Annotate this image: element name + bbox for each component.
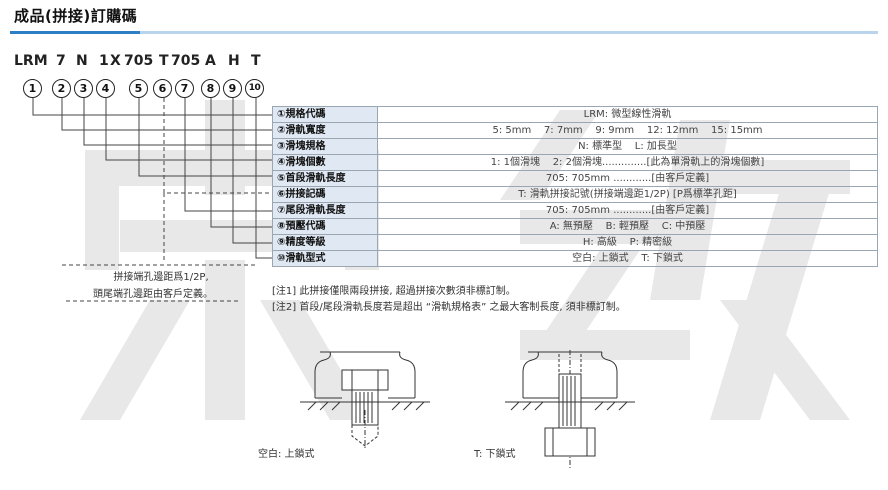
table-row: ⑧預壓代碼 A: 無預壓 B: 輕預壓 C: 中預壓 <box>272 218 878 235</box>
joint-note-line-1: 拼接端孔邊距爲1/2P, <box>113 272 209 283</box>
row-label: ④滑塊個數 <box>272 154 378 171</box>
row-value: 5: 5mm 7: 7mm 9: 9mm 12: 12mm 15: 15mm <box>377 122 878 139</box>
code-series: LRM <box>14 53 48 69</box>
row-value: H: 高級 P: 精密級 <box>377 234 878 251</box>
circled-number-6: 6 <box>153 79 172 98</box>
code-first-length: 705 <box>124 53 154 69</box>
row-value: N: 標準型 L: 加長型 <box>377 138 878 155</box>
joint-note-line-2: 頭尾端孔邊距由客戶定義。 <box>93 289 213 300</box>
row-label: ⑩滑軌型式 <box>272 250 378 267</box>
circled-number-2: 2 <box>52 79 71 98</box>
table-row: ③滑塊規格 N: 標準型 L: 加長型 <box>272 138 878 155</box>
note-2: [注2] 首段/尾段滑軌長度若是超出 “滑軌規格表” 之最大客制長度, 須非標訂… <box>272 302 626 313</box>
top-lock-diagram <box>300 351 430 450</box>
code-rail-type: T <box>251 53 261 69</box>
row-label: ⑨精度等級 <box>272 234 378 251</box>
table-row: ⑩滑軌型式 空白: 上鎖式 T: 下鎖式 <box>272 250 878 267</box>
code-block-count: 1 <box>99 53 109 69</box>
circled-number-3: 3 <box>74 79 93 98</box>
code-accuracy: H <box>228 53 240 69</box>
table-row: ④滑塊個數 1: 1個滑塊 2: 2個滑塊..............[此為單滑… <box>272 154 878 171</box>
spec-table: ①規格代碼 LRM: 微型線性滑軌 ②滑軌寬度 5: 5mm 7: 7mm 9:… <box>272 106 878 267</box>
circled-number-9: 9 <box>223 79 242 98</box>
code-joint-mark: T <box>159 53 169 69</box>
code-width: 7 <box>56 53 66 69</box>
code-last-length: 705 <box>171 53 201 69</box>
code-block-type: N <box>76 53 88 69</box>
bottom-lock-diagram <box>505 350 635 470</box>
caption-bottom-lock: T: 下鎖式 <box>474 449 516 460</box>
row-value: A: 無預壓 B: 輕預壓 C: 中預壓 <box>377 218 878 235</box>
page-title: 成品(拼接)訂購碼 <box>14 7 138 25</box>
row-label: ⑧預壓代碼 <box>272 218 378 235</box>
row-value: 空白: 上鎖式 T: 下鎖式 <box>377 250 878 267</box>
caption-top-lock: 空白: 上鎖式 <box>258 449 315 460</box>
row-label: ③滑塊規格 <box>272 138 378 155</box>
title-underline <box>10 31 878 34</box>
table-row: ⑦尾段滑軌長度 705: 705mm ............[由客戶定義] <box>272 202 878 219</box>
row-label: ⑥拼接記碼 <box>272 186 378 203</box>
row-value: 1: 1個滑塊 2: 2個滑塊..............[此為單滑軌上的滑塊個… <box>377 154 878 171</box>
row-label: ②滑軌寬度 <box>272 122 378 139</box>
code-preload: A <box>205 53 216 69</box>
table-row: ①規格代碼 LRM: 微型線性滑軌 <box>272 106 878 123</box>
table-row: ②滑軌寬度 5: 5mm 7: 7mm 9: 9mm 12: 12mm 15: … <box>272 122 878 139</box>
row-value: 705: 705mm ............[由客戶定義] <box>377 170 878 187</box>
row-value: LRM: 微型線性滑軌 <box>377 106 878 123</box>
table-row: ⑤首段滑軌長度 705: 705mm ............[由客戶定義] <box>272 170 878 187</box>
row-value: T: 滑軌拼接記號(拼接端邊距1/2P) [P爲標準孔距] <box>377 186 878 203</box>
table-row: ⑨精度等級 H: 高級 P: 精密級 <box>272 234 878 251</box>
row-value: 705: 705mm ............[由客戶定義] <box>377 202 878 219</box>
circled-number-10: 10 <box>245 79 264 98</box>
note-1: [注1] 此拼接僅限兩段拼接, 超過拼接次數須非標訂制。 <box>272 286 516 297</box>
row-label: ⑤首段滑軌長度 <box>272 170 378 187</box>
circled-number-1: 1 <box>23 79 42 98</box>
row-label: ①規格代碼 <box>272 106 378 123</box>
circled-number-7: 7 <box>175 79 194 98</box>
circled-number-4: 4 <box>96 79 115 98</box>
row-label: ⑦尾段滑軌長度 <box>272 202 378 219</box>
table-row: ⑥拼接記碼 T: 滑軌拼接記號(拼接端邊距1/2P) [P爲標準孔距] <box>272 186 878 203</box>
circled-number-8: 8 <box>201 79 220 98</box>
code-separator: X <box>110 53 121 69</box>
circled-number-5: 5 <box>129 79 148 98</box>
